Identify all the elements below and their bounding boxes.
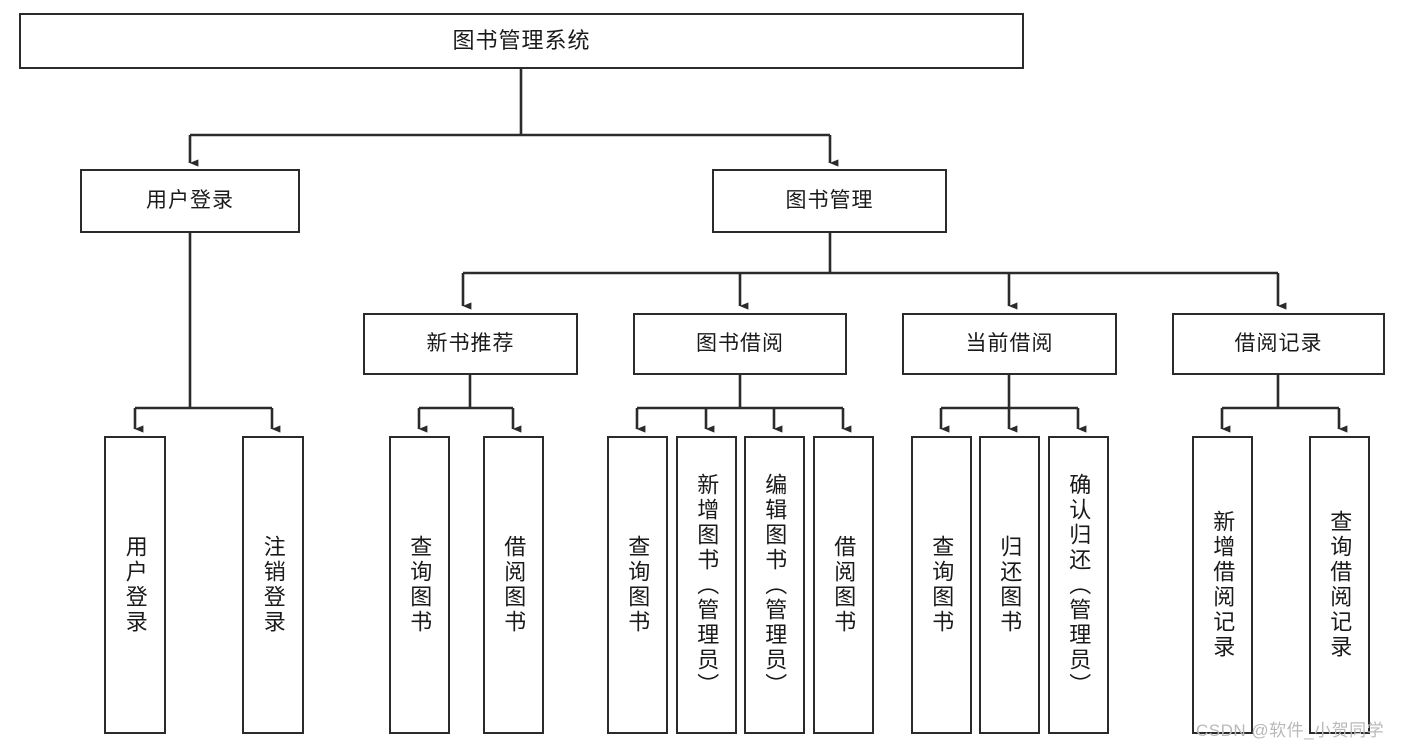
node-leaf-logout[interactable]: 注销登录: [242, 436, 304, 734]
node-label: 新增借阅记录: [1210, 510, 1236, 660]
node-leaf-return-book[interactable]: 归还图书: [979, 436, 1040, 734]
node-leaf-confirm-return-admin[interactable]: 确认归还（管理员）: [1048, 436, 1109, 734]
node-book-management[interactable]: 图书管理: [712, 169, 947, 233]
node-label: 借阅图书: [501, 535, 527, 635]
node-label: 图书管理系统: [452, 27, 591, 53]
node-label: 编辑图书（管理员）: [762, 472, 788, 698]
node-borrow-record[interactable]: 借阅记录: [1172, 313, 1385, 375]
node-leaf-query-book-current[interactable]: 查询图书: [911, 436, 972, 734]
node-label: 查询图书: [625, 535, 651, 635]
node-leaf-query-book-recommend[interactable]: 查询图书: [389, 436, 450, 734]
node-current-borrow[interactable]: 当前借阅: [902, 313, 1117, 375]
node-label: 图书管理: [785, 189, 874, 213]
node-label: 借阅记录: [1234, 332, 1323, 356]
node-label: 查询图书: [407, 535, 433, 635]
node-leaf-query-book-borrow[interactable]: 查询图书: [607, 436, 668, 734]
node-label: 用户登录: [146, 189, 234, 213]
node-label: 注销登录: [260, 535, 286, 635]
node-label: 当前借阅: [965, 332, 1054, 356]
node-leaf-borrow-book[interactable]: 借阅图书: [813, 436, 874, 734]
node-leaf-borrow-book-recommend[interactable]: 借阅图书: [483, 436, 544, 734]
node-leaf-add-borrow-record[interactable]: 新增借阅记录: [1192, 436, 1253, 734]
node-leaf-edit-book-admin[interactable]: 编辑图书（管理员）: [744, 436, 805, 734]
node-label: 新书推荐: [426, 332, 515, 356]
node-label: 图书借阅: [696, 332, 784, 356]
node-label: 新增图书（管理员）: [694, 472, 720, 698]
node-label: 查询借阅记录: [1327, 510, 1353, 660]
node-new-book-recommend[interactable]: 新书推荐: [363, 313, 578, 375]
node-label: 归还图书: [997, 535, 1023, 635]
node-book-borrow[interactable]: 图书借阅: [633, 313, 847, 375]
node-label: 确认归还（管理员）: [1066, 472, 1092, 698]
node-label: 查询图书: [929, 535, 955, 635]
node-leaf-query-borrow-record[interactable]: 查询借阅记录: [1309, 436, 1370, 734]
node-user-login[interactable]: 用户登录: [80, 169, 300, 233]
node-label: 借阅图书: [831, 535, 857, 635]
node-label: 用户登录: [122, 535, 148, 635]
node-leaf-add-book-admin[interactable]: 新增图书（管理员）: [676, 436, 737, 734]
node-root-system[interactable]: 图书管理系统: [19, 13, 1024, 69]
node-leaf-user-login[interactable]: 用户登录: [104, 436, 166, 734]
